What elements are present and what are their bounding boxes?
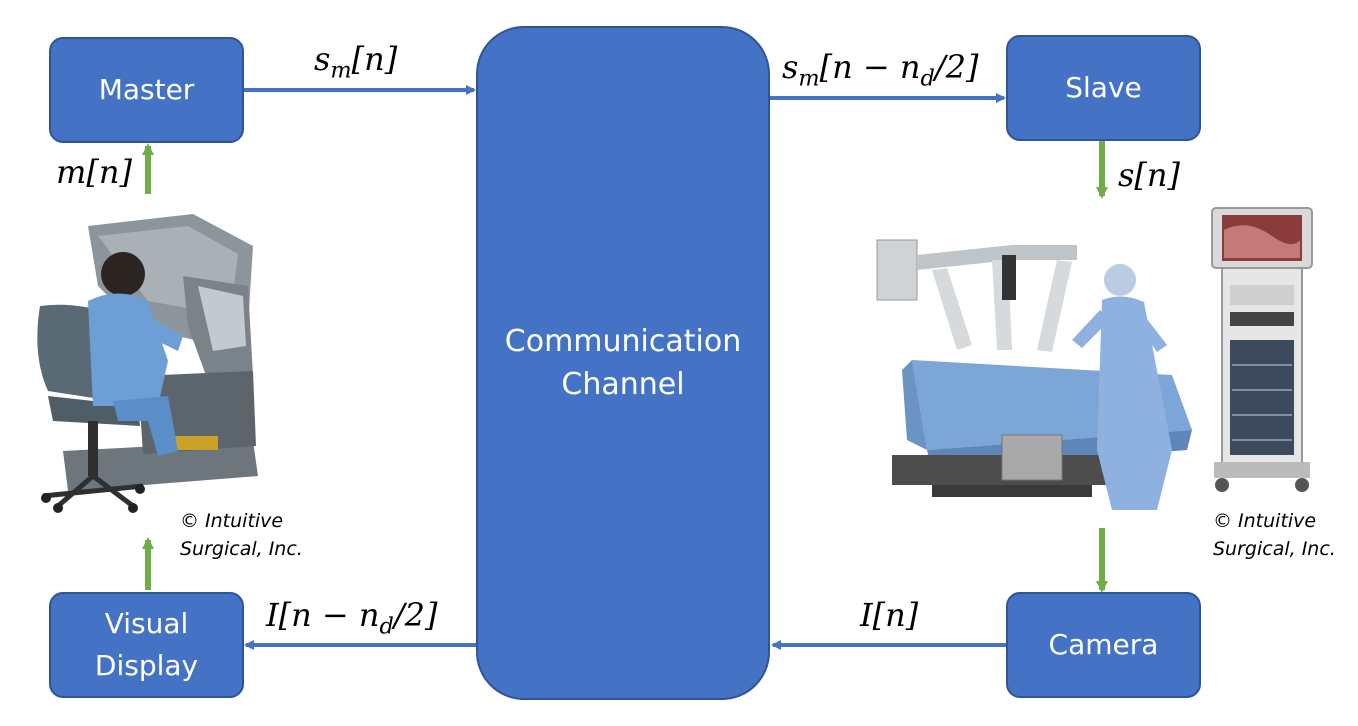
visual-display-block: Visual Display bbox=[49, 592, 244, 698]
surgeon-console-photo bbox=[37, 214, 258, 513]
signal-slave-in: sm[n − nd/2] bbox=[782, 48, 979, 92]
signal-camera-out: I[n] bbox=[860, 596, 919, 634]
slave-block: Slave bbox=[1006, 35, 1201, 141]
signal-master-out: sm[n] bbox=[314, 40, 398, 84]
visual-display-label: Visual Display bbox=[94, 607, 199, 682]
credit-left: © Intuitive Surgical, Inc. bbox=[180, 510, 303, 560]
signal-slave-output: s[n] bbox=[1118, 156, 1180, 194]
credit-right: © Intuitive Surgical, Inc. bbox=[1213, 510, 1336, 560]
camera-label: Camera bbox=[1048, 628, 1159, 661]
signal-master-input: m[n] bbox=[56, 153, 132, 191]
camera-block: Camera bbox=[1006, 592, 1201, 698]
master-block: Master bbox=[49, 37, 244, 143]
patient-side-cart-photo bbox=[876, 207, 1313, 510]
communication-channel-label: Communication Channel bbox=[504, 323, 742, 403]
communication-channel-block: Communication Channel bbox=[476, 26, 770, 700]
master-label: Master bbox=[98, 73, 195, 106]
signal-display-in: I[n − nd/2] bbox=[266, 596, 438, 640]
slave-label: Slave bbox=[1065, 71, 1142, 104]
